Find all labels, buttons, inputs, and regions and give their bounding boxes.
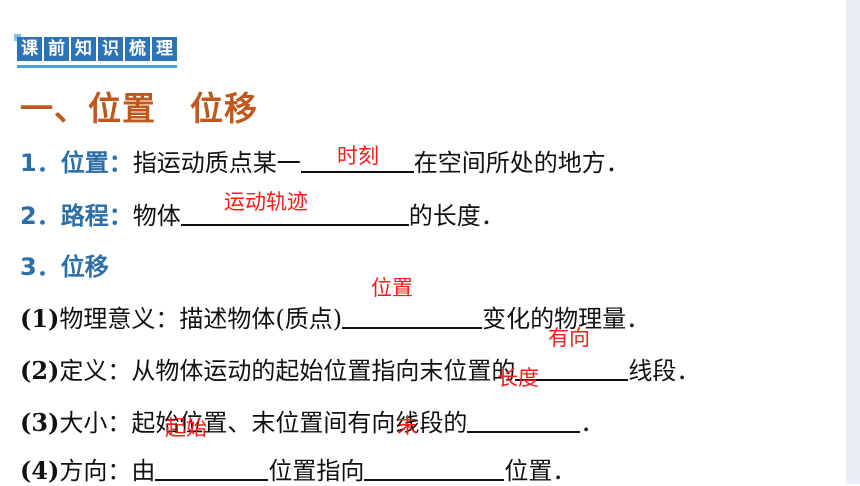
- section-heading: 一、位置 位移: [20, 89, 258, 128]
- line-text: 定义：从物体运动的起始位置指向末位置的: [59, 357, 516, 385]
- line-text: 物体: [132, 202, 181, 230]
- fill-blank[interactable]: [515, 357, 629, 381]
- fill-blank[interactable]: [364, 457, 505, 481]
- line-text: 在空间所处的地方．: [413, 149, 630, 177]
- line-text: 线段．: [628, 357, 701, 385]
- item-index: (3): [20, 408, 60, 437]
- section-banner: 课 前 知 识 梳 理: [17, 37, 177, 63]
- line-displacement-title: 3．位移: [20, 247, 109, 282]
- banner-underline: [17, 65, 177, 68]
- banner-char: 识: [98, 37, 123, 61]
- line-text: 物理意义：描述物体(质点): [59, 305, 343, 333]
- answer-length: 长度: [497, 366, 539, 390]
- line-meaning: (1)物理意义：描述物体(质点) 变化的物理量．: [20, 299, 650, 334]
- line-text: 位置．: [504, 457, 577, 485]
- fill-blank[interactable]: [180, 202, 409, 226]
- line-magnitude: (3)大小：起始位置、末位置间有向线段的 ．: [20, 403, 604, 438]
- line-text: 变化的物理量．: [482, 305, 651, 333]
- fill-blank[interactable]: [300, 149, 414, 173]
- banner-char: 课: [17, 37, 42, 61]
- right-edge-bar: [846, 0, 860, 484]
- item-index: (2): [20, 356, 60, 385]
- item-keyword: 位置：: [60, 149, 133, 177]
- fill-blank[interactable]: [342, 305, 483, 329]
- answer-trajectory: 运动轨迹: [224, 190, 308, 214]
- item-number: 3．: [20, 253, 61, 281]
- item-keyword: 路程：: [60, 202, 133, 230]
- answer-position: 位置: [371, 276, 413, 300]
- item-keyword: 位移: [60, 253, 109, 281]
- banner-char: 前: [44, 37, 69, 61]
- banner-char: 梳: [125, 37, 150, 61]
- item-index: (4): [20, 456, 60, 485]
- line-text: 的长度．: [408, 202, 505, 230]
- line-text: 指运动质点某一: [132, 149, 301, 177]
- line-text: 方向：由: [59, 457, 156, 485]
- fill-blank[interactable]: [155, 457, 269, 481]
- line-path: 2．路程：物体 的长度．: [20, 196, 505, 231]
- banner-char: 知: [71, 37, 96, 61]
- line-definition: (2)定义：从物体运动的起始位置指向末位置的 线段．: [20, 351, 700, 386]
- answer-time-moment: 时刻: [337, 144, 379, 168]
- item-index: (1): [20, 304, 60, 333]
- line-text: ．: [580, 409, 605, 437]
- banner-char: 理: [152, 37, 177, 61]
- line-position: 1．位置：指运动质点某一 在空间所处的地方．: [20, 143, 630, 178]
- answer-start: 起始: [165, 416, 207, 440]
- line-text: 位置指向: [268, 457, 365, 485]
- answer-end: 末: [397, 414, 418, 438]
- item-number: 2．: [20, 202, 61, 230]
- line-text: 大小：起始位置、末位置间有向线段的: [59, 409, 468, 437]
- item-number: 1．: [20, 149, 61, 177]
- fill-blank[interactable]: [467, 409, 581, 433]
- answer-directed: 有向: [548, 326, 590, 350]
- line-direction: (4)方向：由 位置指向 位置．: [20, 451, 576, 486]
